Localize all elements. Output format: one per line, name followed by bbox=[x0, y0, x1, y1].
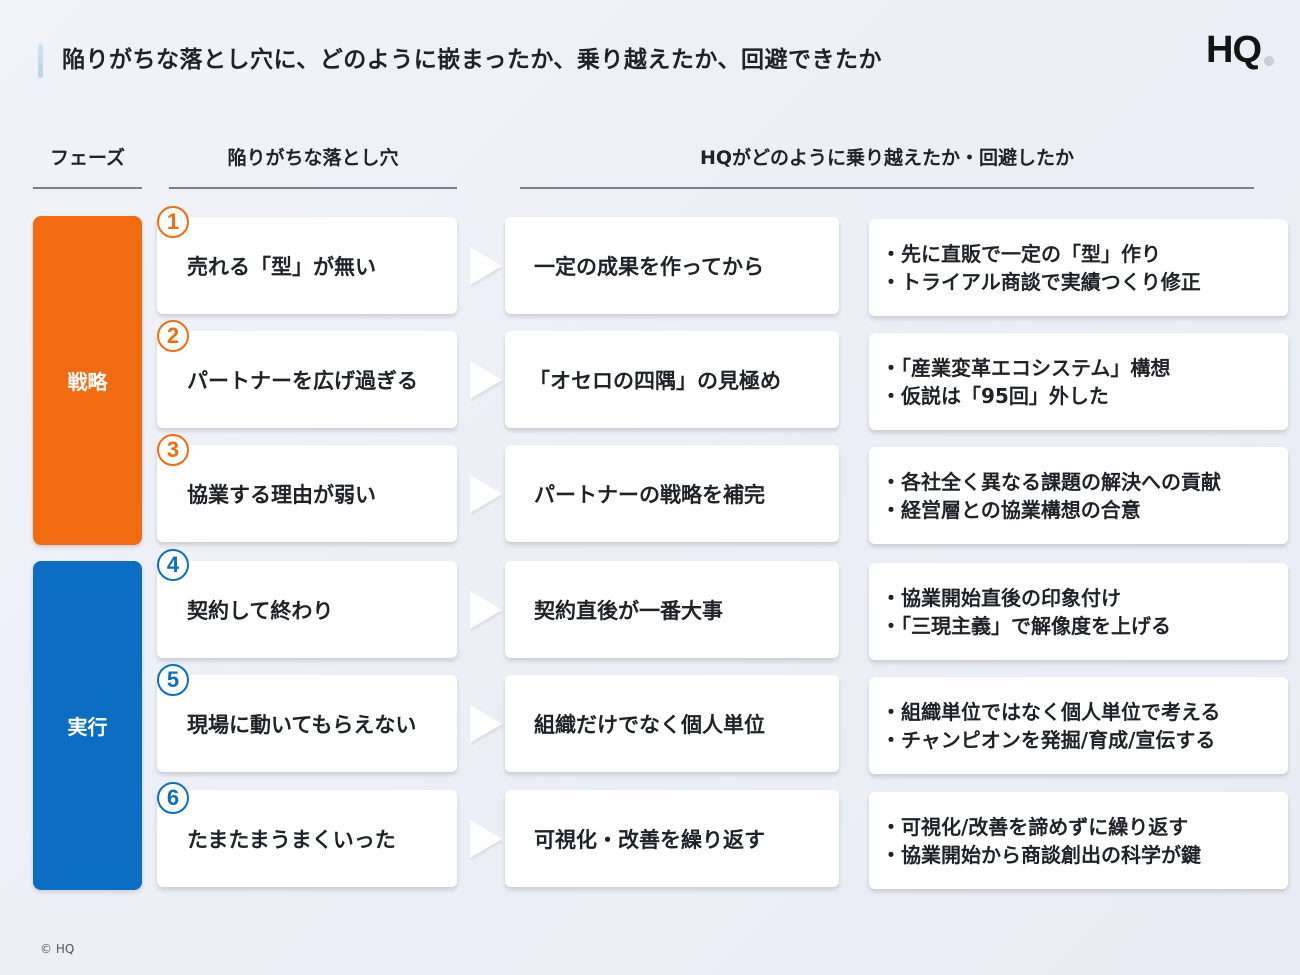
column-rule-pitfall bbox=[169, 187, 457, 189]
pitfall-card: パートナーを広げ過ぎる bbox=[157, 331, 457, 428]
detail-card: ・組織単位ではなく個人単位で考える ・チャンピオンを発掘/育成/宣伝する bbox=[869, 677, 1288, 774]
detail-line: ・「三現主義」で解像度を上げる bbox=[881, 613, 1171, 638]
detail-line: ・トライアル商談で実績つくり修正 bbox=[881, 269, 1201, 294]
pitfall-card: 契約して終わり bbox=[157, 561, 457, 658]
column-header-solution: HQがどのように乗り越えたか・回避したか bbox=[699, 147, 1075, 169]
detail-card: ・先に直販で一定の「型」作り ・トライアル商談で実績つくり修正 bbox=[869, 219, 1288, 316]
pitfall-card: 売れる「型」が無い bbox=[157, 217, 457, 314]
number-badge-icon: 2 bbox=[157, 320, 189, 352]
number-badge-icon: 3 bbox=[157, 434, 189, 466]
phase-strategy: 戦略 bbox=[33, 216, 142, 545]
number-badge-icon: 5 bbox=[157, 664, 189, 696]
arrow-right-icon bbox=[470, 475, 502, 513]
arrow-right-icon bbox=[470, 361, 502, 399]
detail-line: ・可視化/改善を諦めずに繰り返す bbox=[881, 814, 1189, 839]
number-badge-icon: 1 bbox=[157, 206, 189, 238]
solution-card: パートナーの戦略を補完 bbox=[505, 445, 839, 542]
column-header-pitfall: 陥りがちな落とし穴 bbox=[227, 147, 399, 169]
solution-card: 「オセロの四隅」の見極め bbox=[505, 331, 839, 428]
detail-card: ・各社全く異なる課題の解決への貢献 ・経営層との協業構想の合意 bbox=[869, 447, 1288, 544]
pitfall-card: 協業する理由が弱い bbox=[157, 445, 457, 542]
column-rule-phase bbox=[33, 187, 142, 189]
phase-execution: 実行 bbox=[33, 561, 142, 890]
solution-card: 一定の成果を作ってから bbox=[505, 217, 839, 314]
hq-logo: HQ bbox=[1206, 29, 1262, 71]
detail-card: ・「産業変革エコシステム」構想 ・仮説は「95回」外した bbox=[869, 333, 1288, 430]
detail-line: ・協業開始から商談創出の科学が鍵 bbox=[881, 842, 1201, 867]
copyright: © HQ bbox=[40, 942, 75, 956]
pitfall-card: 現場に動いてもらえない bbox=[157, 675, 457, 772]
detail-line: ・組織単位ではなく個人単位で考える bbox=[881, 699, 1221, 724]
page-title: 陥りがちな落とし穴に、どのように嵌まったか、乗り越えたか、回避できたか bbox=[62, 47, 882, 73]
detail-card: ・可視化/改善を諦めずに繰り返す ・協業開始から商談創出の科学が鍵 bbox=[869, 792, 1288, 889]
arrow-right-icon bbox=[470, 820, 502, 858]
arrow-right-icon bbox=[470, 591, 502, 629]
detail-line: ・チャンピオンを発掘/育成/宣伝する bbox=[881, 727, 1216, 752]
arrow-right-icon bbox=[470, 705, 502, 743]
detail-line: ・仮説は「95回」外した bbox=[881, 383, 1109, 408]
detail-card: ・協業開始直後の印象付け ・「三現主義」で解像度を上げる bbox=[869, 563, 1288, 660]
detail-line: ・各社全く異なる課題の解決への貢献 bbox=[881, 469, 1221, 494]
logo-dot-icon bbox=[1264, 56, 1274, 66]
solution-card: 組織だけでなく個人単位 bbox=[505, 675, 839, 772]
detail-line: ・経営層との協業構想の合意 bbox=[881, 497, 1141, 522]
detail-line: ・「産業変革エコシステム」構想 bbox=[881, 355, 1171, 380]
title-accent-bar bbox=[38, 44, 43, 78]
arrow-right-icon bbox=[470, 247, 502, 285]
number-badge-icon: 4 bbox=[157, 549, 189, 581]
solution-card: 可視化・改善を繰り返す bbox=[505, 790, 839, 887]
number-badge-icon: 6 bbox=[157, 782, 189, 814]
detail-line: ・協業開始直後の印象付け bbox=[881, 585, 1121, 610]
column-header-phase: フェーズ bbox=[49, 147, 126, 169]
pitfall-card: たまたまうまくいった bbox=[157, 790, 457, 887]
detail-line: ・先に直販で一定の「型」作り bbox=[881, 241, 1161, 266]
solution-card: 契約直後が一番大事 bbox=[505, 561, 839, 658]
column-rule-solution bbox=[520, 187, 1254, 189]
